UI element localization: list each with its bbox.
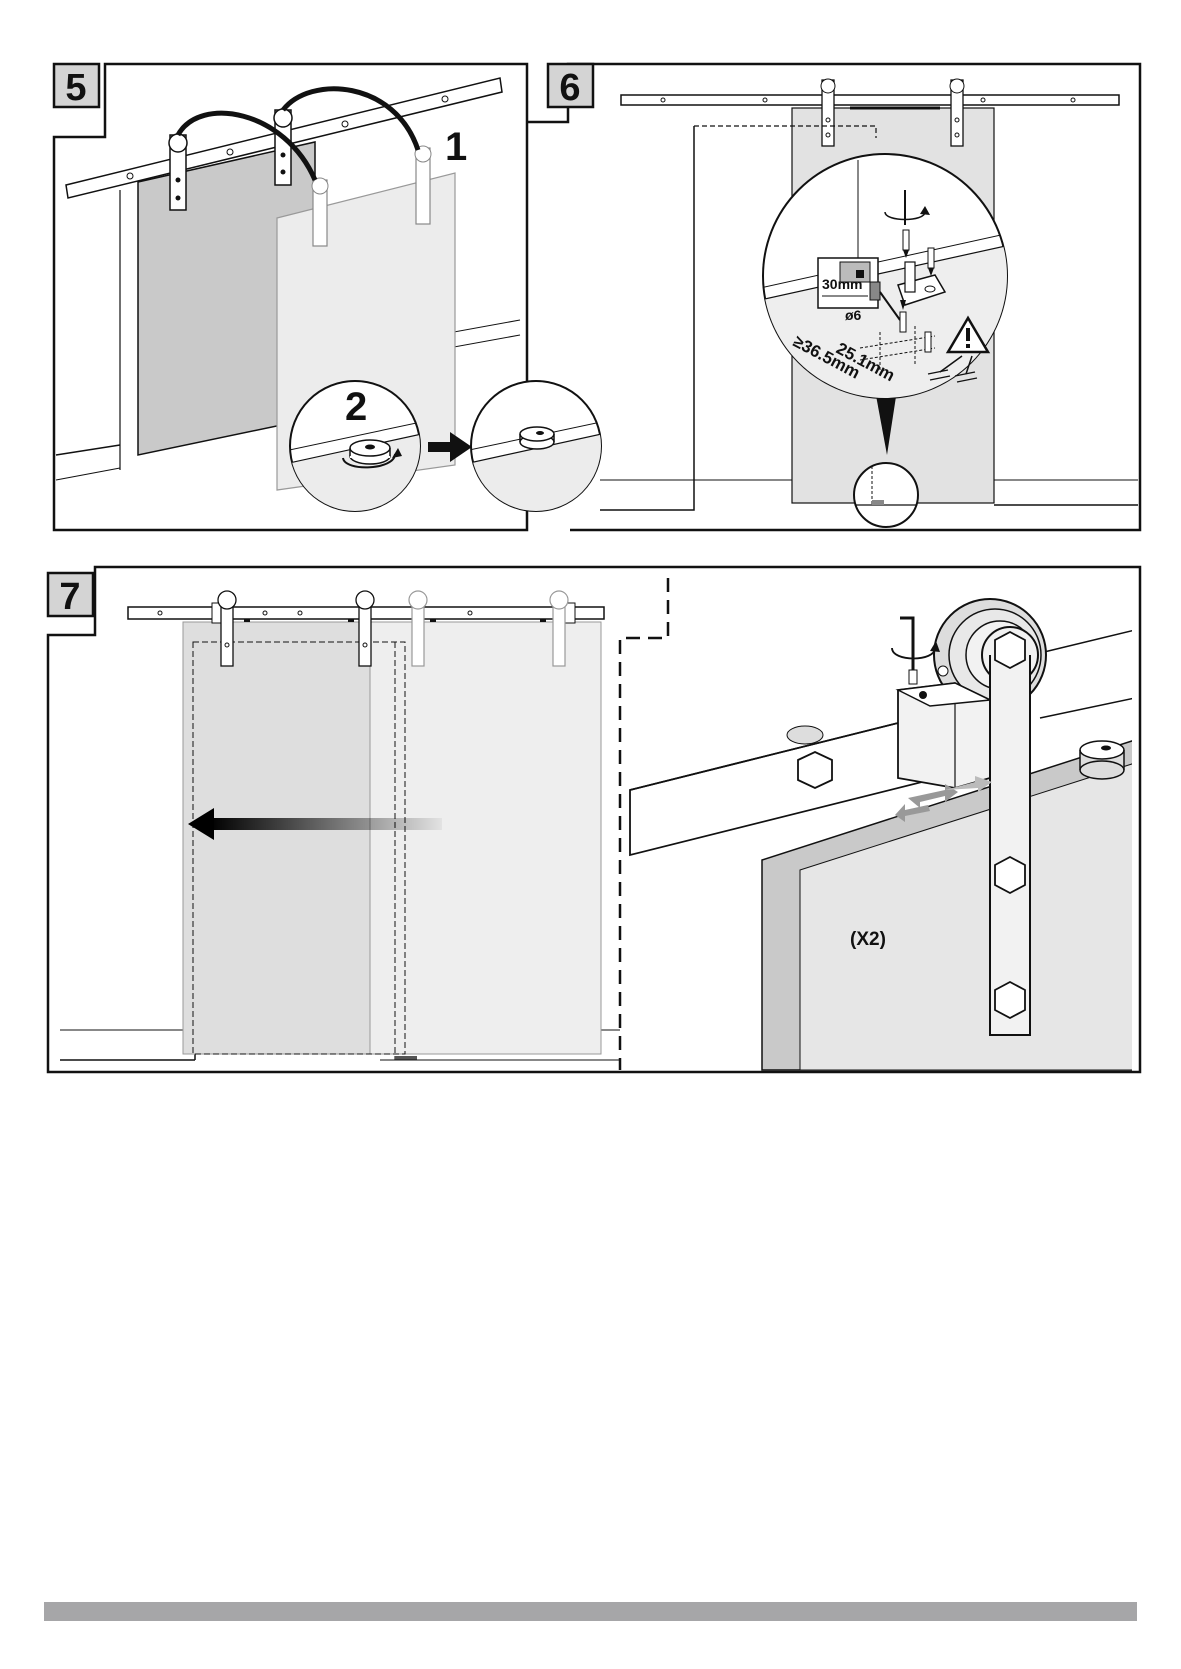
step-7-slide-arrow-icon <box>188 808 442 840</box>
step-7-number: 7 <box>59 576 80 618</box>
step-6-number: 6 <box>559 67 580 109</box>
step-6-screw-icon <box>902 229 935 276</box>
step-5-callout-1: 1 <box>445 125 467 169</box>
step-7-door-back <box>369 621 602 1055</box>
step-6-drill-icon: 30mm <box>817 257 901 321</box>
step-6-floor-detail <box>853 462 919 528</box>
step-7-bolt-icon <box>797 751 833 789</box>
step-7-quantity: (X2) <box>850 929 886 950</box>
step-5-detail-stopper-fixed <box>470 380 602 512</box>
step-7-hanger-strap <box>981 626 1039 1036</box>
step-6-detail-drill: 30mm ø6 25.1mm ≥36.5mm <box>762 153 1008 399</box>
step-5-callout-2: 2 <box>345 385 367 429</box>
step-7-adjust-arrows-icon <box>895 776 992 822</box>
step-5-panel: 5 <box>52 62 602 532</box>
step-6-floor-guide-icon <box>897 261 947 306</box>
step-6-drill-depth: 30mm <box>822 276 862 292</box>
step-5-hanger-left <box>168 133 188 211</box>
step-7-panel: 7 <box>46 565 1142 1074</box>
step-5-number: 5 <box>65 67 86 109</box>
step-6-drill-diameter: ø6 <box>845 307 862 323</box>
step-7-detail-hanger: (X2) <box>629 598 1132 1071</box>
step-6-badge: 6 <box>546 62 595 109</box>
footer-bar <box>44 1602 1137 1621</box>
step-6-rail <box>620 94 1120 106</box>
step-5-badge: 5 <box>52 62 101 109</box>
step-7-badge: 7 <box>46 571 95 618</box>
step-5-hanger-right <box>273 108 293 186</box>
step-7-anti-jump-block <box>895 682 993 789</box>
step-7-stopper-icon <box>1079 740 1125 780</box>
step-6-warning-icon <box>927 315 991 383</box>
step-5-arrow-icon <box>428 432 472 462</box>
step-6-panel: 6 <box>527 62 1142 532</box>
step-7-allen-key-icon <box>891 616 949 685</box>
